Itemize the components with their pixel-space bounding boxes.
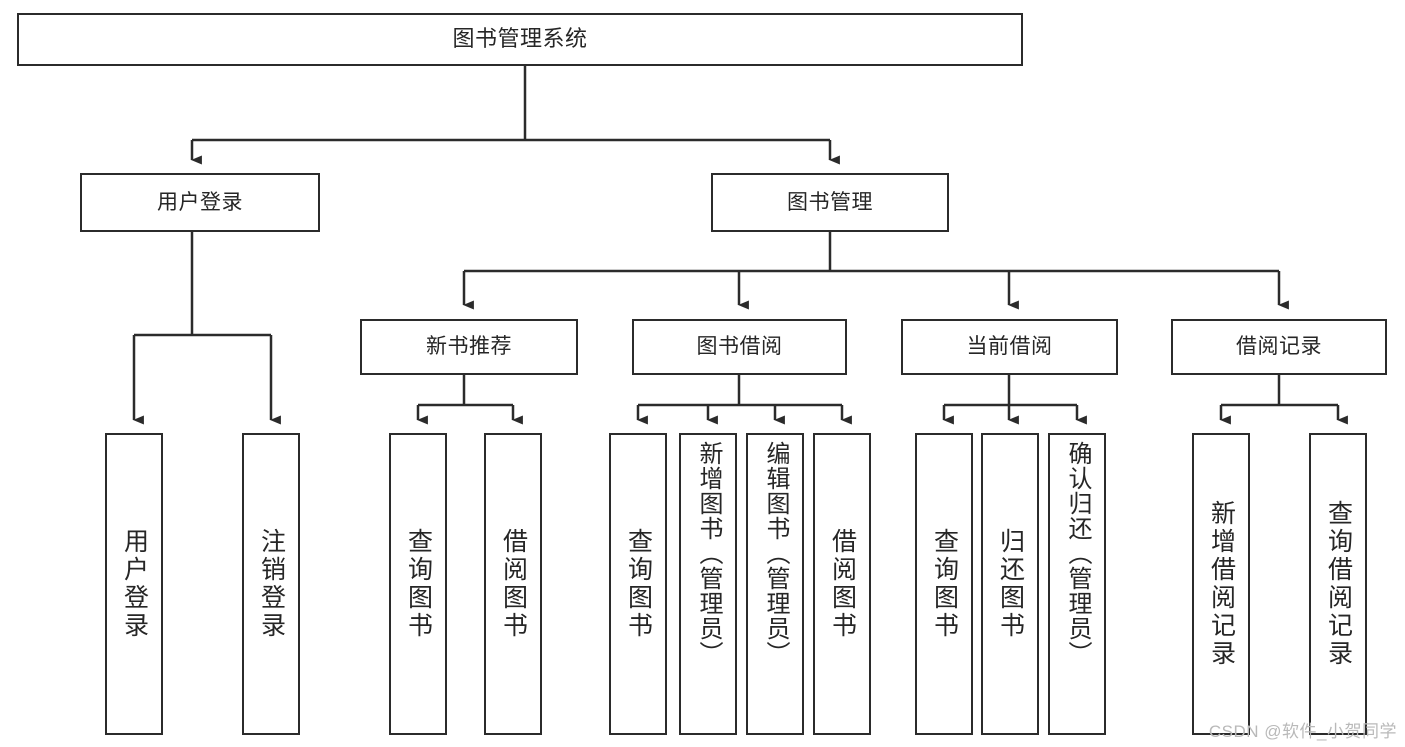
node-label: 确认归还（管理员） xyxy=(1064,441,1091,666)
node-label: 新增图书（管理员） xyxy=(695,441,722,666)
node-label: 查询图书 xyxy=(404,528,433,640)
node-book-borrow[interactable]: 图书借阅 xyxy=(632,319,847,375)
node-label: 借阅图书 xyxy=(828,528,857,640)
node-label: 图书管理 xyxy=(787,190,873,214)
node-label: 编辑图书（管理员） xyxy=(762,441,789,666)
leaf-query-book-borrow[interactable]: 查询图书 xyxy=(609,433,667,735)
node-label: 查询借阅记录 xyxy=(1324,500,1353,668)
node-label: 查询图书 xyxy=(930,528,959,640)
leaf-query-book-current[interactable]: 查询图书 xyxy=(915,433,973,735)
node-current-borrow[interactable]: 当前借阅 xyxy=(901,319,1118,375)
node-label: 图书管理系统 xyxy=(452,26,588,52)
leaf-edit-book-admin[interactable]: 编辑图书（管理员） xyxy=(746,433,804,735)
node-user-login[interactable]: 用户登录 xyxy=(80,173,320,232)
node-label: 归还图书 xyxy=(996,528,1025,640)
node-label: 查询图书 xyxy=(624,528,653,640)
leaf-add-borrow-record[interactable]: 新增借阅记录 xyxy=(1192,433,1250,735)
node-root-book-management-system[interactable]: 图书管理系统 xyxy=(17,13,1023,66)
leaf-return-book[interactable]: 归还图书 xyxy=(981,433,1039,735)
leaf-borrow-book-new-recommend[interactable]: 借阅图书 xyxy=(484,433,542,735)
node-label: 用户登录 xyxy=(120,528,149,640)
node-label: 借阅图书 xyxy=(499,528,528,640)
leaf-query-book-new-recommend[interactable]: 查询图书 xyxy=(389,433,447,735)
csdn-watermark: CSDN @软件_小贺同学 xyxy=(1208,722,1397,741)
leaf-logout-login[interactable]: 注销登录 xyxy=(242,433,300,735)
node-label: 注销登录 xyxy=(257,528,286,640)
node-label: 新书推荐 xyxy=(426,335,512,359)
node-new-book-recommend[interactable]: 新书推荐 xyxy=(360,319,578,375)
leaf-confirm-return-admin[interactable]: 确认归还（管理员） xyxy=(1048,433,1106,735)
leaf-query-borrow-record[interactable]: 查询借阅记录 xyxy=(1309,433,1367,735)
node-book-management[interactable]: 图书管理 xyxy=(711,173,949,232)
leaf-user-login[interactable]: 用户登录 xyxy=(105,433,163,735)
node-label: 当前借阅 xyxy=(966,335,1053,359)
node-borrow-record[interactable]: 借阅记录 xyxy=(1171,319,1387,375)
node-label: 借阅记录 xyxy=(1236,335,1322,359)
leaf-borrow-book-borrow[interactable]: 借阅图书 xyxy=(813,433,871,735)
leaf-add-book-admin[interactable]: 新增图书（管理员） xyxy=(679,433,737,735)
node-label: 用户登录 xyxy=(157,190,243,214)
node-label: 新增借阅记录 xyxy=(1207,500,1236,668)
node-label: 图书借阅 xyxy=(696,335,783,359)
